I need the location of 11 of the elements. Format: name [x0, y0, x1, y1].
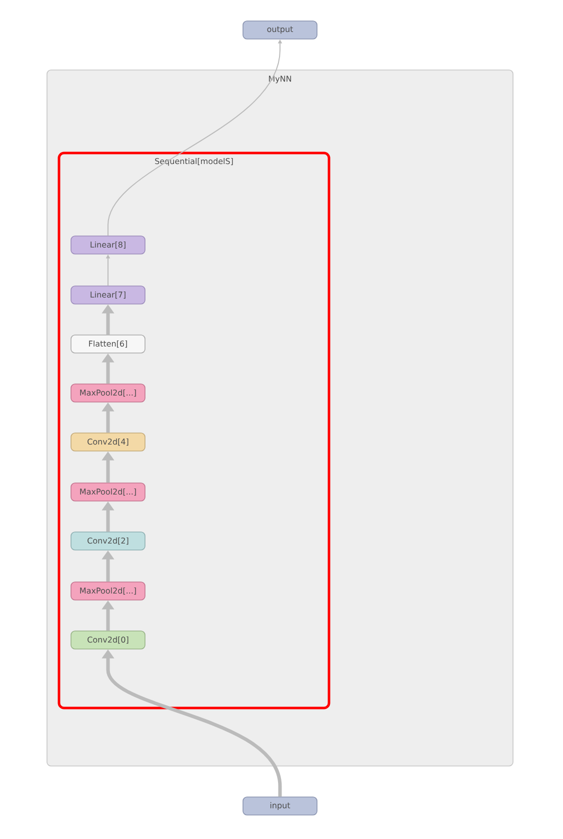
layer-box: Linear[8]	[70, 236, 146, 254]
layer-box: Conv2d[0]	[70, 630, 146, 650]
layer-box: Linear[7]	[70, 286, 146, 304]
layer-box: MaxPool2d[...]	[70, 582, 146, 600]
layer-box: Conv2d[2]	[70, 532, 146, 550]
layer-box: MaxPool2d[...]	[70, 482, 146, 502]
layer-box: Flatten[6]	[70, 334, 146, 354]
layer-box: input	[242, 796, 318, 816]
layer-box: MaxPool2d[...]	[70, 384, 146, 402]
layer-box: output	[242, 20, 318, 40]
layer-box: Conv2d[4]	[70, 432, 146, 452]
